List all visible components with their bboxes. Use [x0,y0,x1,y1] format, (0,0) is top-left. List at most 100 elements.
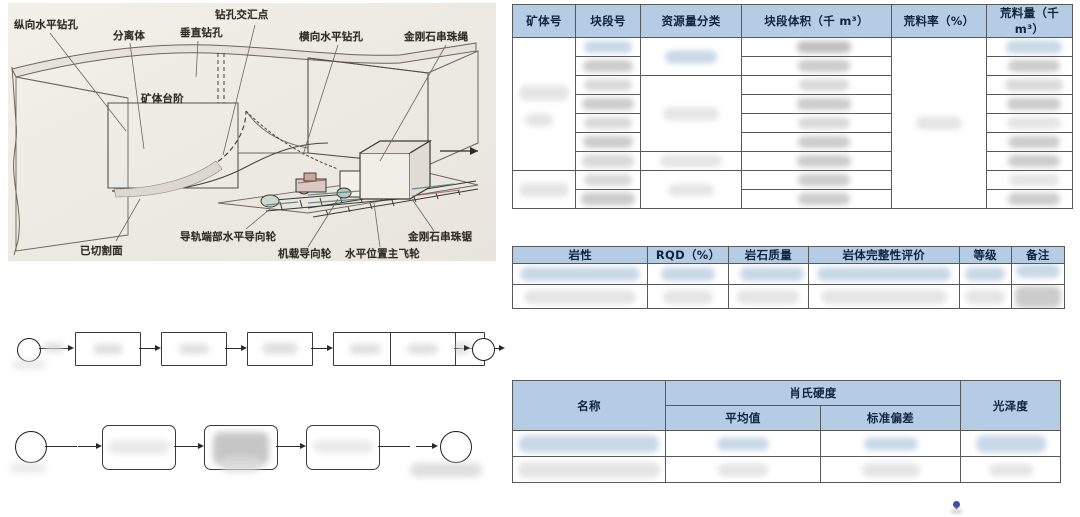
cell-block-no [575,56,641,76]
table-row [513,56,1073,76]
figure-label-diamond-bead-rope: 金刚石串珠绳 [404,31,469,43]
table-row [512,170,1073,209]
flow2-step-box [306,425,380,470]
flow-step-label-redacted [93,344,123,354]
shore-hardness-gloss-table: 名称 肖氏硬度 光泽度 平均值 标准偏差 [512,380,1062,483]
flow2-start-node [15,431,47,463]
flow2-step-label-redacted [313,440,373,453]
figure-label-borehole-intersection-point: 钻孔交汇点 [215,9,269,21]
figure-label-diamond-bead-saw: 金刚石串珠锯 [408,231,473,243]
cell-block-no [575,170,641,190]
flow2-step-box [102,425,176,470]
cell-grade [958,284,1012,309]
cell-waste-volume [986,56,1073,76]
cell-grade [958,263,1012,285]
col-header-waste-volume: 荒料量（千 m³） [986,4,1073,38]
table-row [513,75,1073,152]
table-row [513,113,1073,133]
col-header-gloss: 光泽度 [960,380,1062,431]
col-header-shore-mean: 平均值 [665,405,821,431]
figure-label-separated-block: 分离体 [113,30,146,42]
flow2-step-label-redacted [108,440,170,454]
col-header-rock-quality: 岩石质量 [727,246,810,264]
flow-step-label-redacted [349,344,381,354]
cell-shore-mean [665,430,821,457]
figure-label-vertical-borehole: 垂直钻孔 [180,27,223,39]
flow-step-box [333,332,399,366]
cell-orebody-no [512,170,576,209]
right-column: 矿体号 块段号 资源量分类 块段体积（千 m³） 荒料率（%） 荒料量（千 m³… [503,0,1080,517]
col-header-remarks: 备注 [1010,246,1066,264]
cell-waste-volume [986,170,1073,190]
col-header-grade: 等级 [958,246,1012,264]
col-header-waste-rate: 荒料率（%） [891,4,987,38]
cell-block-volume [741,189,892,209]
mining-wire-saw-diagram: 纵向水平钻孔 分离体 垂直钻孔 钻孔交汇点 横向水平钻孔 金刚石串珠绳 矿体台阶… [8,3,496,261]
flow-step-label-redacted [262,343,298,354]
table-header-row: 矿体号 块段号 资源量分类 块段体积（千 m³） 荒料率（%） 荒料量（千 m³… [512,4,1073,38]
table-row [512,37,1073,209]
col-header-mass-integrity: 岩体完整性评价 [808,246,960,264]
table-row [513,189,1073,209]
cell-name [512,456,666,483]
flow2-step-box [204,425,278,472]
col-header-shore-stddev: 标准偏差 [819,405,962,431]
cell-waste-volume [986,37,1073,57]
cell-block-volume [741,75,892,95]
figure-label-rail-end-horizontal-guide-wheel: 导轨端部水平导向轮 [180,231,277,243]
flow-step-box [161,332,227,366]
flow-start-node [17,338,41,362]
flow-step-label-redacted [179,344,209,354]
col-header-orebody-no: 矿体号 [512,4,576,38]
cell-block-no [575,94,641,114]
cell-block-no [575,189,641,209]
figure-label-transverse-horizontal-borehole: 横向水平钻孔 [299,31,364,43]
cell-remarks [1010,284,1066,309]
table-header-row-top: 名称 肖氏硬度 光泽度 [512,380,1062,431]
flow-step-box [75,332,141,366]
col-header-block-volume: 块段体积（千 m³） [741,4,892,38]
table-row [512,430,1062,457]
cell-resource-class [640,75,742,152]
flow2-step-label-redacted-2 [221,456,261,472]
block-reserve-table: 矿体号 块段号 资源量分类 块段体积（千 m³） 荒料率（%） 荒料量（千 m³… [512,4,1073,209]
diagram-linework [8,3,496,261]
col-header-resource-class: 资源量分类 [640,4,742,38]
figure-label-longitudinal-horizontal-borehole: 纵向水平钻孔 [14,19,79,31]
cell-waste-volume [986,151,1073,171]
cell-name [512,430,666,457]
cell-mass-integrity [808,284,960,309]
flow-arrow-label-redacted [44,343,64,352]
col-header-block-no: 块段号 [575,4,641,38]
cell-gloss [960,430,1062,457]
process-flow-top [0,322,505,392]
cell-block-volume [741,170,892,190]
cell-lithology [511,284,649,309]
left-column: 纵向水平钻孔 分离体 垂直钻孔 钻孔交汇点 横向水平钻孔 金刚石串珠绳 矿体台阶… [0,0,505,517]
cell-rqd [647,263,729,285]
flow-step-box [419,332,485,366]
cell-shore-stddev [819,430,962,457]
flow-step-label-redacted [436,344,467,354]
cell-waste-volume [986,94,1073,114]
cell-resource-class [640,151,742,171]
figure-label-orebody-bench: 矿体台阶 [141,93,184,105]
cell-block-no [575,113,641,133]
cell-rock-quality [727,263,810,285]
col-header-shore-hardness-group: 肖氏硬度 [664,380,962,406]
table-row [513,151,1073,171]
page-mark-glyph [951,499,962,510]
cell-gloss [960,456,1062,483]
figure-label-cut-face: 已切割面 [80,245,123,257]
cell-shore-mean [665,456,821,483]
figure-label-onboard-guide-wheel: 机载导向轮 [278,248,332,260]
flow2-end-label-redacted [410,463,482,477]
cell-lithology [511,263,649,285]
table-header-row: 岩性 RQD（%） 岩石质量 岩体完整性评价 等级 备注 [511,246,1066,264]
cell-waste-volume [986,132,1073,152]
table-row [511,284,1066,309]
cell-block-volume [741,94,892,114]
cell-block-no [575,132,641,152]
cell-block-no [575,37,641,57]
cell-orebody-no [512,37,576,171]
